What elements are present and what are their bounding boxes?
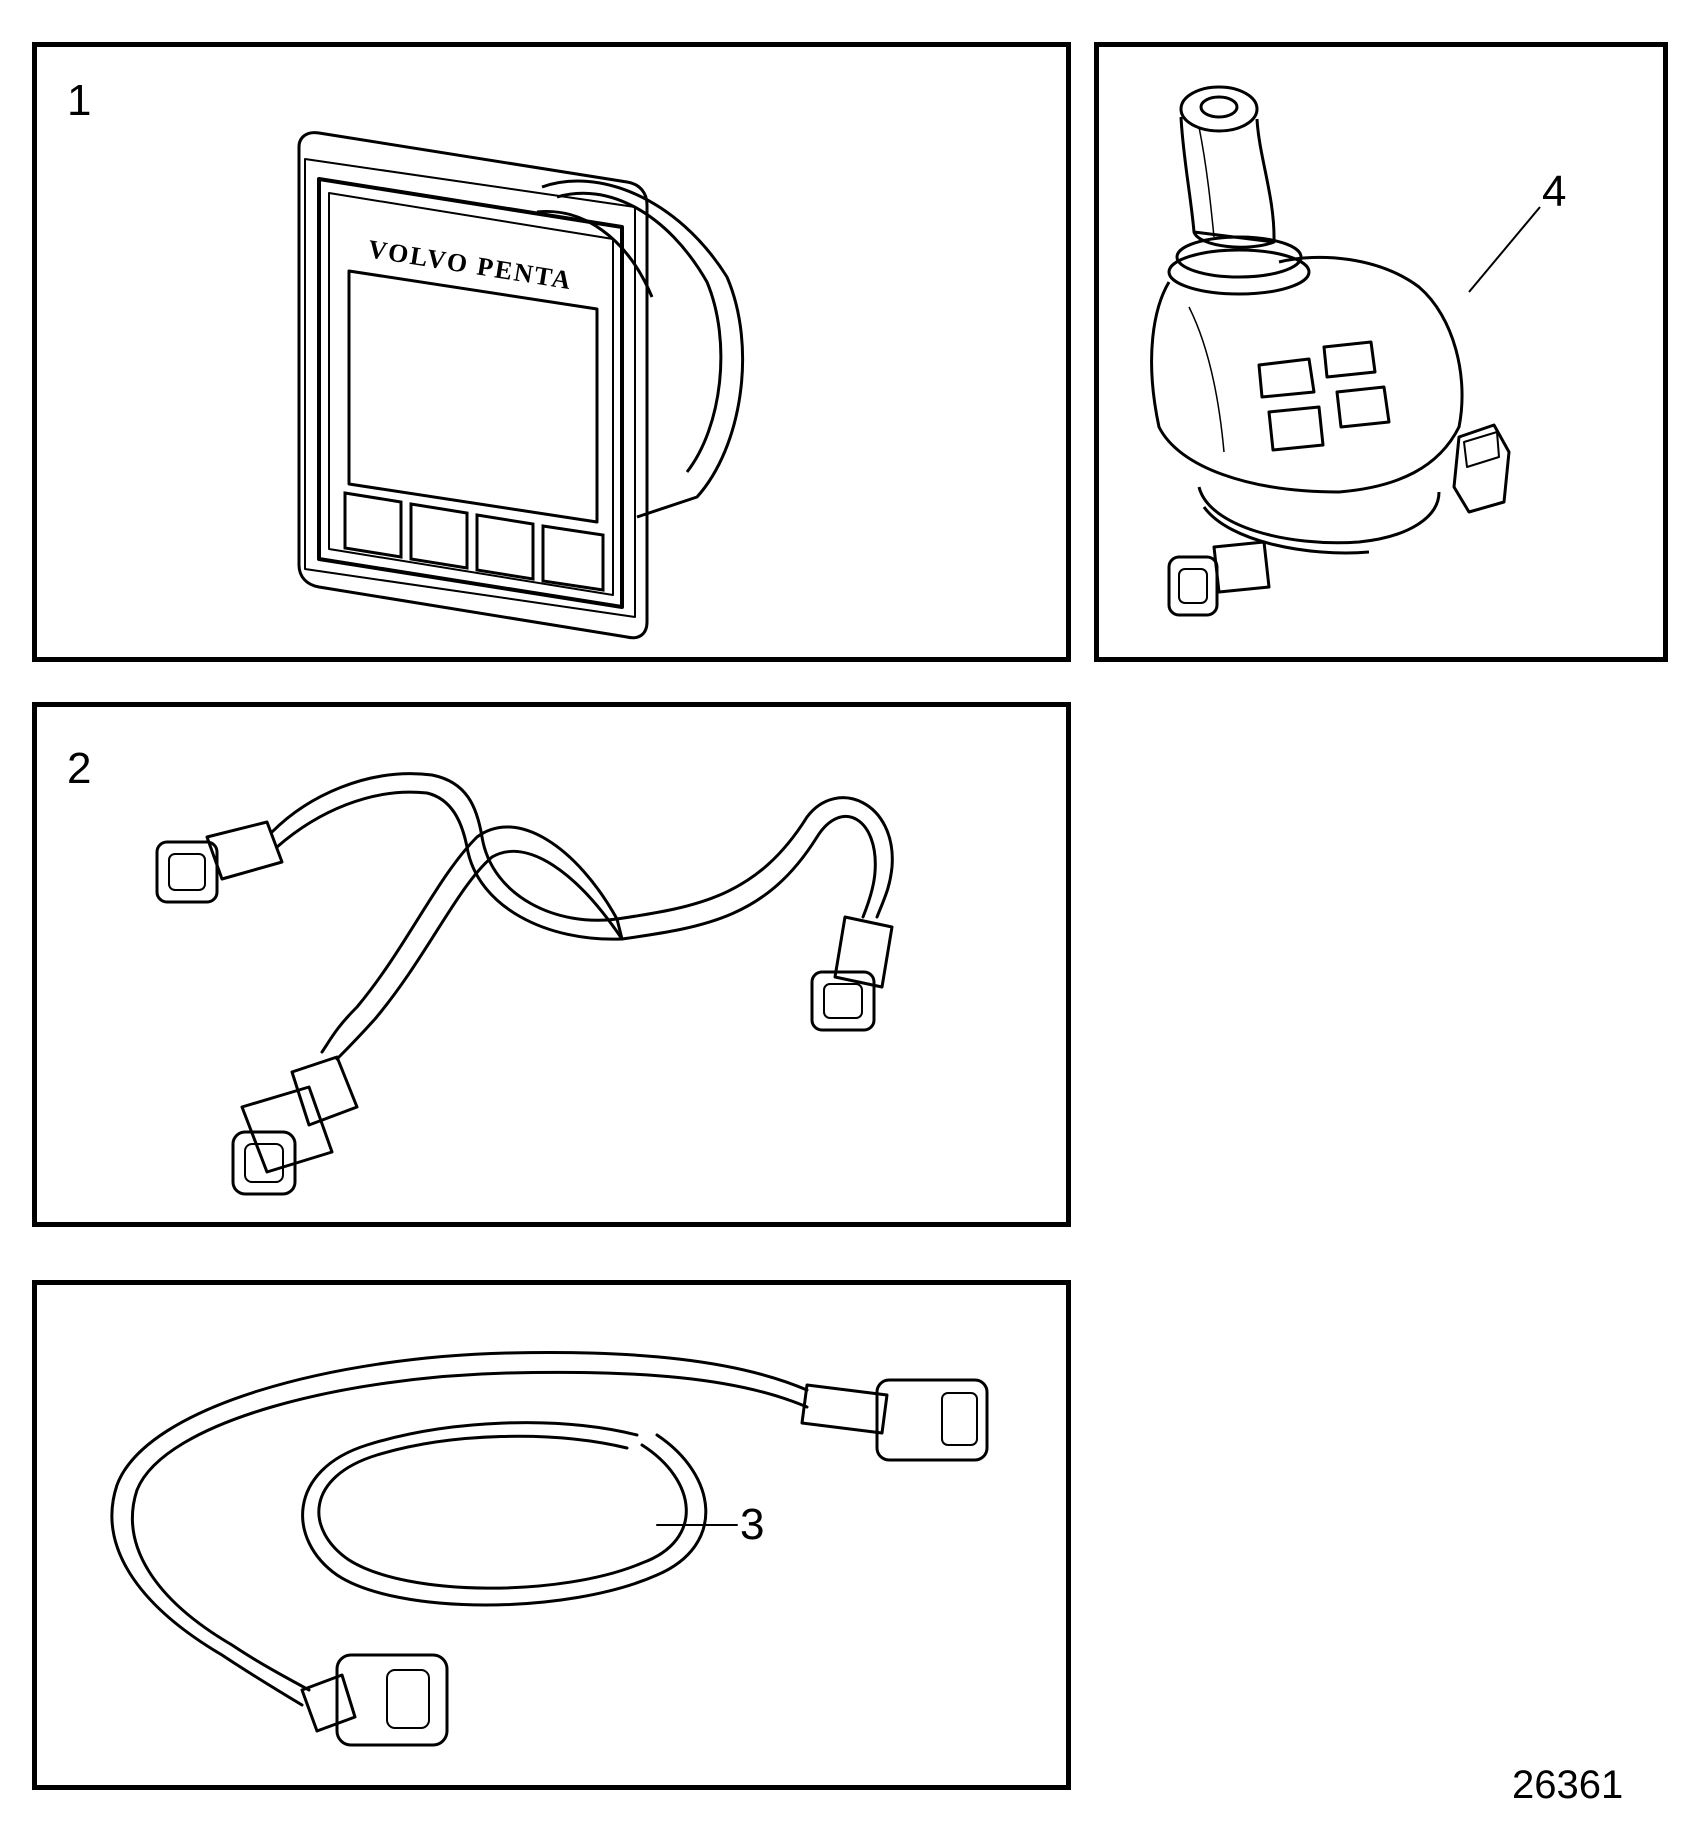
display-button-1 <box>343 491 403 559</box>
y-cable-drawing <box>155 772 894 1196</box>
figure-number: 26361 <box>1512 1763 1624 1807</box>
panel-joystick: 4 <box>1094 42 1668 662</box>
display-button-2 <box>409 502 469 570</box>
joystick-drawing <box>1150 85 1541 617</box>
extension-cable-drawing <box>110 1350 989 1747</box>
panel-1-label: 1 <box>67 76 92 125</box>
display-button-3 <box>475 513 535 581</box>
brand-logo-text: VOLVO PENTA <box>366 234 575 295</box>
panel-extension-cable: 3 <box>32 1280 1071 1790</box>
panel-4-label: 4 <box>1542 167 1567 216</box>
display-unit-drawing: VOLVO PENTA <box>297 131 745 640</box>
display-button-4 <box>541 524 605 592</box>
panel-3-label: 3 <box>740 1500 765 1549</box>
panel-y-cable: 2 <box>32 702 1071 1227</box>
panel-2-label: 2 <box>67 744 92 793</box>
panel-display: 1 VOLVO PENTA <box>32 42 1071 662</box>
